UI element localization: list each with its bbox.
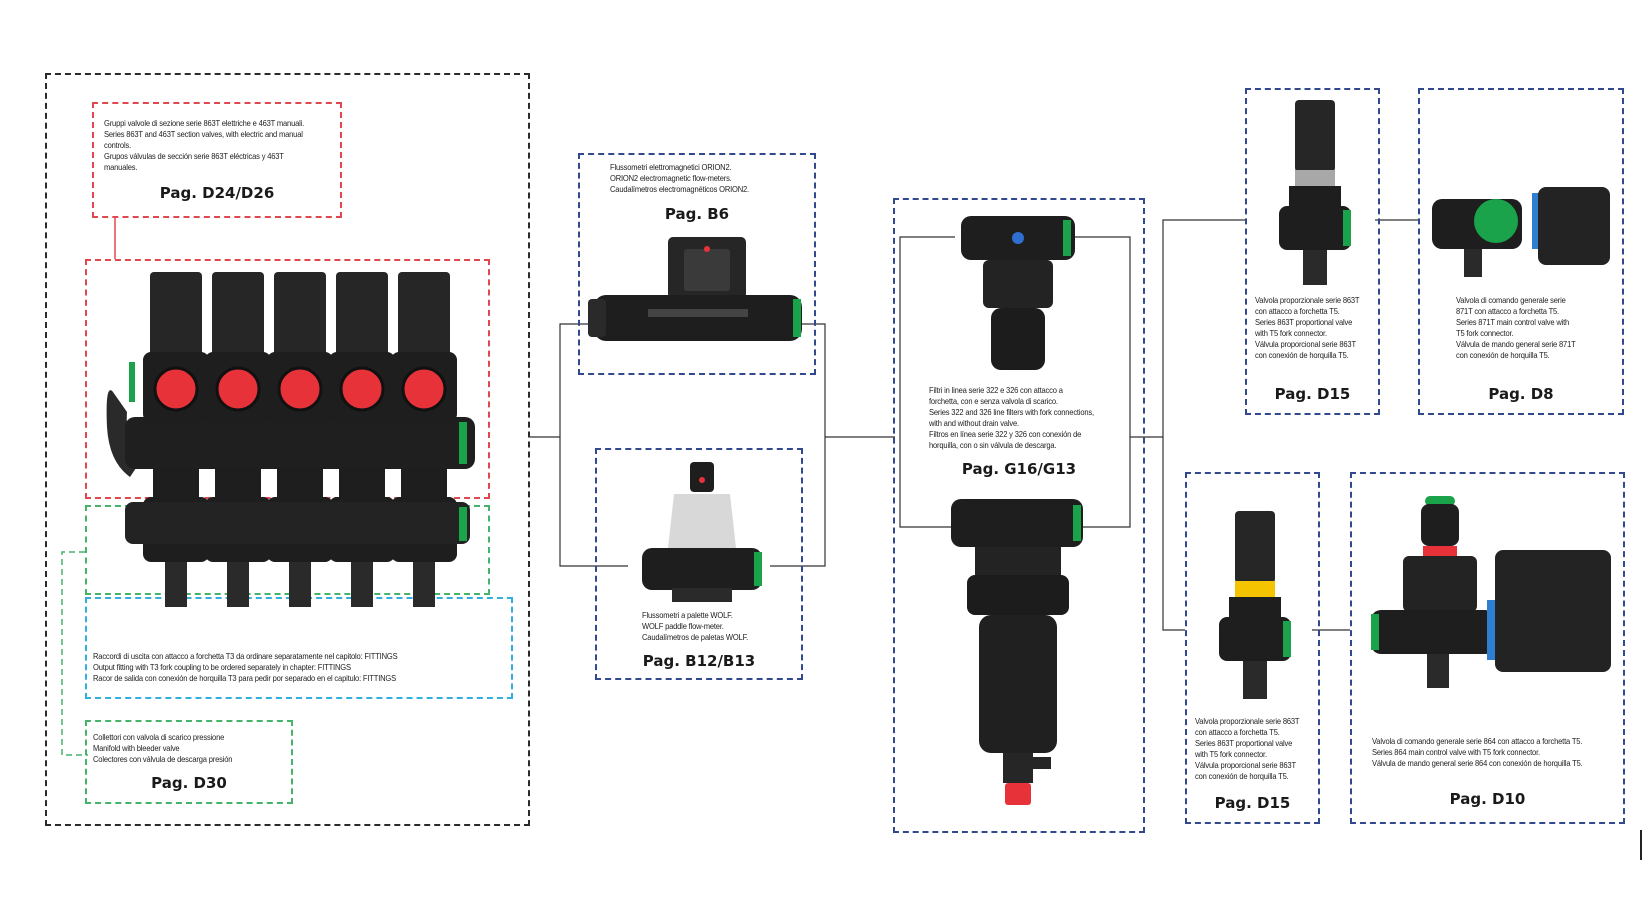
manifold-page-ref[interactable]: Pag. D30 — [151, 774, 227, 792]
section-valve-bank-image — [106, 272, 475, 607]
section-valves-label-box: Gruppi valvole di sezione serie 863T ele… — [92, 102, 342, 218]
main864-box: Valvola di comando generale serie 864 co… — [1350, 472, 1625, 824]
prop-valve-bottom-image — [1219, 511, 1291, 699]
prop-top-box: Valvola proporzionale serie 863T con att… — [1245, 88, 1380, 415]
prop-bottom-caption: Valvola proporzionale serie 863T con att… — [1195, 716, 1300, 781]
orion2-page-ref[interactable]: Pag. B6 — [664, 205, 730, 223]
prop-bottom-box: Valvola proporzionale serie 863T con att… — [1185, 472, 1320, 824]
prop-valve-top-image — [1279, 100, 1351, 285]
prop-bottom-page-ref[interactable]: Pag. D15 — [1214, 794, 1291, 812]
valve-group-frame — [45, 73, 530, 826]
valve-unit — [329, 272, 395, 607]
orion2-flowmeter-image — [588, 237, 802, 341]
main871-valve-image — [1432, 187, 1610, 277]
main871-caption: Valvola di comando generale serie 871T c… — [1456, 295, 1576, 360]
main871-page-ref[interactable]: Pag. D8 — [1488, 385, 1554, 403]
manifold-caption: Collettori con valvola di scarico pressi… — [93, 732, 233, 764]
main864-page-ref[interactable]: Pag. D10 — [1449, 790, 1526, 808]
wolf-caption: Flussometri a palette WOLF. WOLF paddle … — [642, 610, 749, 642]
outlet-fittings-caption: Raccordi di uscita con attacco a forchet… — [93, 651, 398, 683]
filters-page-ref[interactable]: Pag. G16/G13 — [961, 460, 1077, 478]
section-valves-caption: Gruppi valvole di sezione serie 863T ele… — [104, 118, 305, 172]
filters-caption: Filtri in linea serie 322 e 326 con atta… — [929, 385, 1094, 450]
main864-caption: Valvola di comando generale serie 864 co… — [1372, 736, 1583, 768]
line-filter-large-image — [951, 499, 1083, 805]
orion2-caption: Flussometri elettromagnetici ORION2. ORI… — [610, 162, 749, 194]
manifold-label-box: Collettori con valvola di scarico pressi… — [85, 720, 293, 804]
main871-box: Valvola di comando generale serie 871T c… — [1418, 88, 1624, 415]
wolf-box: Flussometri a palette WOLF. WOLF paddle … — [595, 448, 803, 680]
prop-top-page-ref[interactable]: Pag. D15 — [1274, 385, 1351, 403]
wolf-flowmeter-image — [642, 462, 762, 602]
prop-top-caption: Valvola proporzionale serie 863T con att… — [1255, 295, 1360, 360]
line-filter-small-image — [961, 216, 1075, 370]
orion2-box: Flussometri elettromagnetici ORION2. ORI… — [578, 153, 816, 375]
filters-box: Filtri in linea serie 322 e 326 con atta… — [893, 198, 1145, 833]
section-valves-page-ref[interactable]: Pag. D24/D26 — [159, 184, 275, 202]
main864-valve-image — [1371, 496, 1611, 688]
wolf-page-ref[interactable]: Pag. B12/B13 — [642, 652, 756, 670]
